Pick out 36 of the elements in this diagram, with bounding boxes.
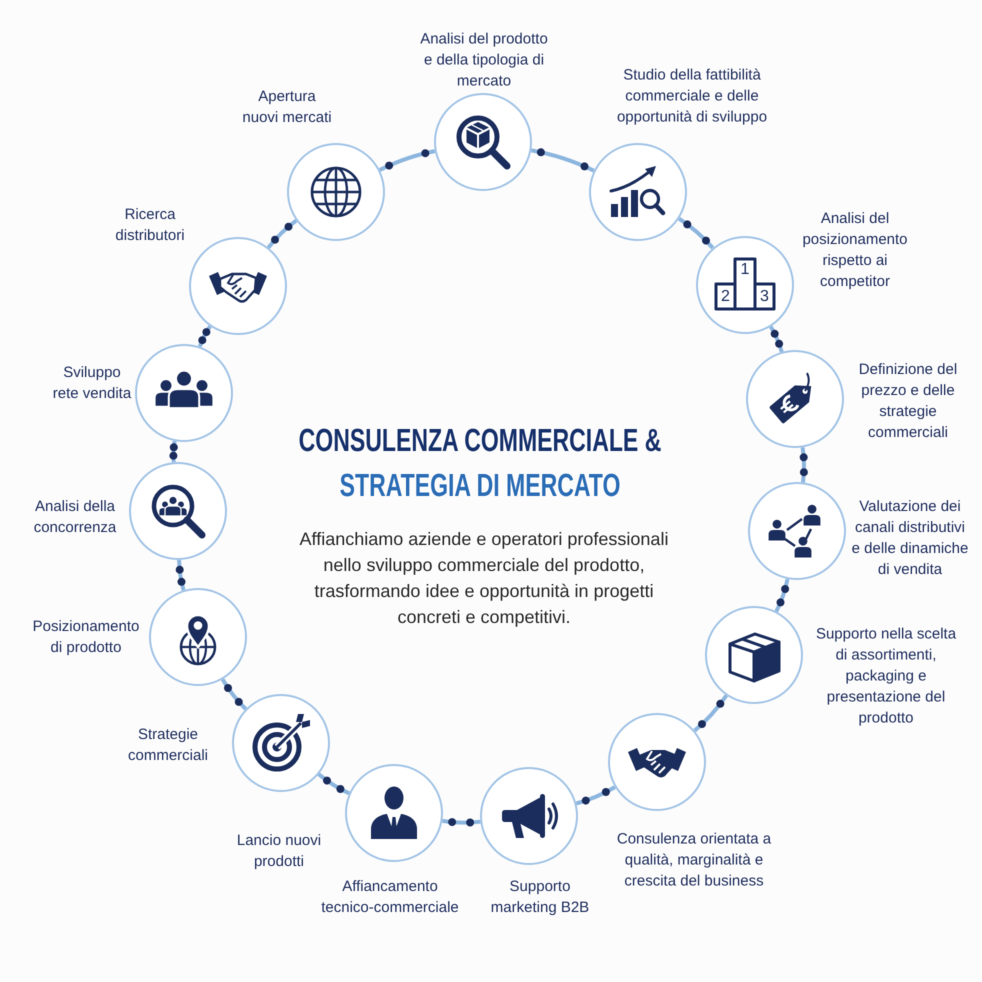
step-label: Supporto marketing B2B	[490, 877, 590, 918]
step-label: Analisi della concorrenza	[32, 497, 118, 538]
ring-connector	[317, 772, 350, 796]
ring-connector	[177, 560, 186, 591]
ring-connector	[576, 785, 616, 806]
podium-number: 1	[740, 262, 750, 278]
step-label: Definizione del prezzo e delle strategie commerciali	[858, 360, 958, 443]
ring-connector	[442, 818, 480, 825]
ring-connector	[768, 326, 784, 352]
step-label: Apertura nuovi mercati	[241, 87, 333, 128]
ring-connector	[800, 447, 806, 483]
ring-connector	[678, 217, 714, 250]
step-label: Lancio nuovi prodotti	[236, 831, 322, 872]
step-label: Consulenza orientata a qualità, marginalità e crescita del business	[616, 830, 772, 892]
ring-connector	[266, 219, 298, 249]
ring-connector	[220, 678, 248, 710]
step-label: Affiancamento tecnico-commerciale	[320, 877, 460, 918]
podium-number: 3	[760, 289, 769, 305]
step-label: Ricerca distributori	[114, 205, 186, 246]
description-text: Affianchiamo aziende e operatori professionali nello sviluppo commerciale del prodotto, trasformando idee e opportunità in progetti concreti e competitivi.	[298, 528, 670, 629]
step-label: Supporto nella scelta di assortimenti, packaging e presentazione del prodotto	[814, 624, 958, 728]
step-label: Analisi del prodotto e della tipologia di mercato	[419, 30, 549, 92]
ring-connector	[198, 325, 212, 348]
ring-connector	[774, 578, 790, 612]
step-label: Strategie commerciali	[126, 725, 209, 766]
diagram-title: CONSULENZA COMMERCIALE & STRATEGIA DI MERCATO	[298, 421, 662, 505]
step-label: Valutazione dei canali distributivi e delle dinamiche di vendita	[850, 497, 970, 580]
step-label: Studio della fattibilità commerciale e delle opportunità di sviluppo	[616, 66, 768, 128]
step-label: Posizionamento di prodotto	[32, 617, 140, 658]
step-label: Sviluppo rete vendita	[52, 363, 132, 404]
ring-connector	[378, 149, 436, 172]
ring-connector	[693, 694, 728, 732]
step-label: Analisi del posizionamento rispetto ai competitor	[801, 209, 909, 292]
ring-connector	[530, 148, 595, 173]
ring-connector	[171, 440, 177, 462]
podium-number: 2	[721, 289, 730, 305]
